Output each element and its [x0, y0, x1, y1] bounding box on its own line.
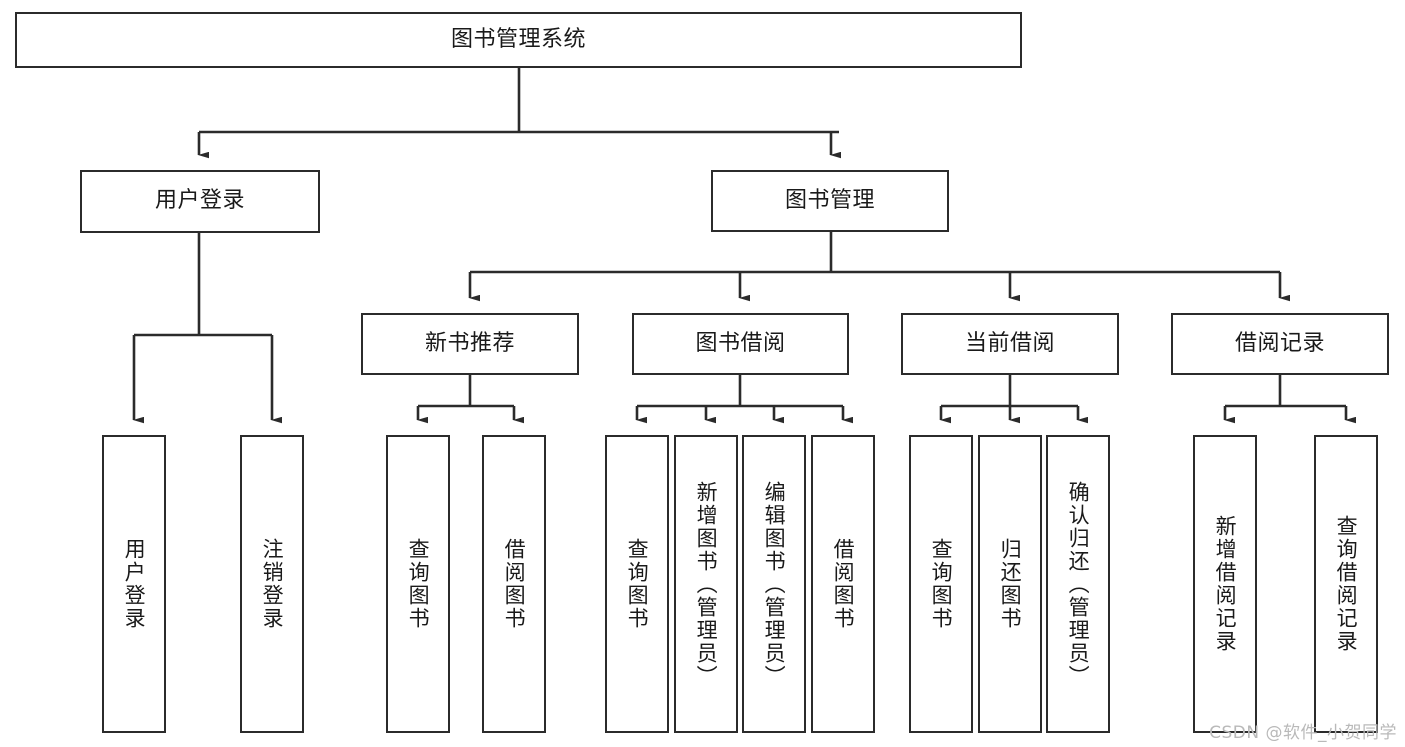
node-book-borrowing[interactable]: 图书借阅 [632, 313, 849, 375]
node-book-management[interactable]: 图书管理 [711, 170, 949, 232]
node-label: 用户登录 [122, 538, 147, 630]
leaf-logout[interactable]: 注销登录 [240, 435, 304, 733]
node-label: 图书管理系统 [450, 26, 586, 52]
leaf-recommend-query-book[interactable]: 查询图书 [386, 435, 450, 733]
leaf-current-query-book[interactable]: 查询图书 [909, 435, 973, 733]
node-label: 归还图书 [998, 538, 1023, 630]
watermark-text: CSDN @软件_小贺同学 [1209, 723, 1397, 743]
node-label: 注销登录 [260, 538, 285, 630]
node-label: 查询图书 [625, 538, 650, 630]
leaf-record-add-borrow-record[interactable]: 新增借阅记录 [1193, 435, 1257, 733]
node-borrow-records[interactable]: 借阅记录 [1171, 313, 1389, 375]
node-user-login[interactable]: 用户登录 [80, 170, 320, 233]
node-label: 编辑图书（管理员） [762, 480, 787, 688]
node-label: 新书推荐 [424, 330, 515, 356]
node-label: 查询图书 [406, 538, 431, 630]
node-root-book-management-system[interactable]: 图书管理系统 [15, 12, 1022, 68]
node-label: 图书借阅 [695, 330, 786, 356]
node-label: 查询图书 [929, 538, 954, 630]
leaf-borrow-add-book-admin[interactable]: 新增图书（管理员） [674, 435, 738, 733]
node-label: 用户登录 [154, 188, 245, 214]
leaf-borrow-lend-book[interactable]: 借阅图书 [811, 435, 875, 733]
leaf-recommend-borrow-book[interactable]: 借阅图书 [482, 435, 546, 733]
node-label: 新增图书（管理员） [694, 480, 719, 688]
leaf-borrow-query-book[interactable]: 查询图书 [605, 435, 669, 733]
leaf-current-confirm-return-admin[interactable]: 确认归还（管理员） [1046, 435, 1110, 733]
node-label: 借阅记录 [1234, 330, 1325, 356]
leaf-user-login[interactable]: 用户登录 [102, 435, 166, 733]
node-label: 借阅图书 [502, 538, 527, 630]
leaf-current-return-book[interactable]: 归还图书 [978, 435, 1042, 733]
node-label: 借阅图书 [831, 538, 856, 630]
node-label: 当前借阅 [964, 330, 1055, 356]
leaf-borrow-edit-book-admin[interactable]: 编辑图书（管理员） [742, 435, 806, 733]
node-current-borrowing[interactable]: 当前借阅 [901, 313, 1119, 375]
node-label: 确认归还（管理员） [1066, 480, 1091, 688]
node-label: 新增借阅记录 [1213, 515, 1238, 653]
node-label: 图书管理 [784, 187, 875, 213]
node-label: 查询借阅记录 [1334, 515, 1359, 653]
leaf-record-query-borrow-record[interactable]: 查询借阅记录 [1314, 435, 1378, 733]
node-new-book-recommendation[interactable]: 新书推荐 [361, 313, 579, 375]
